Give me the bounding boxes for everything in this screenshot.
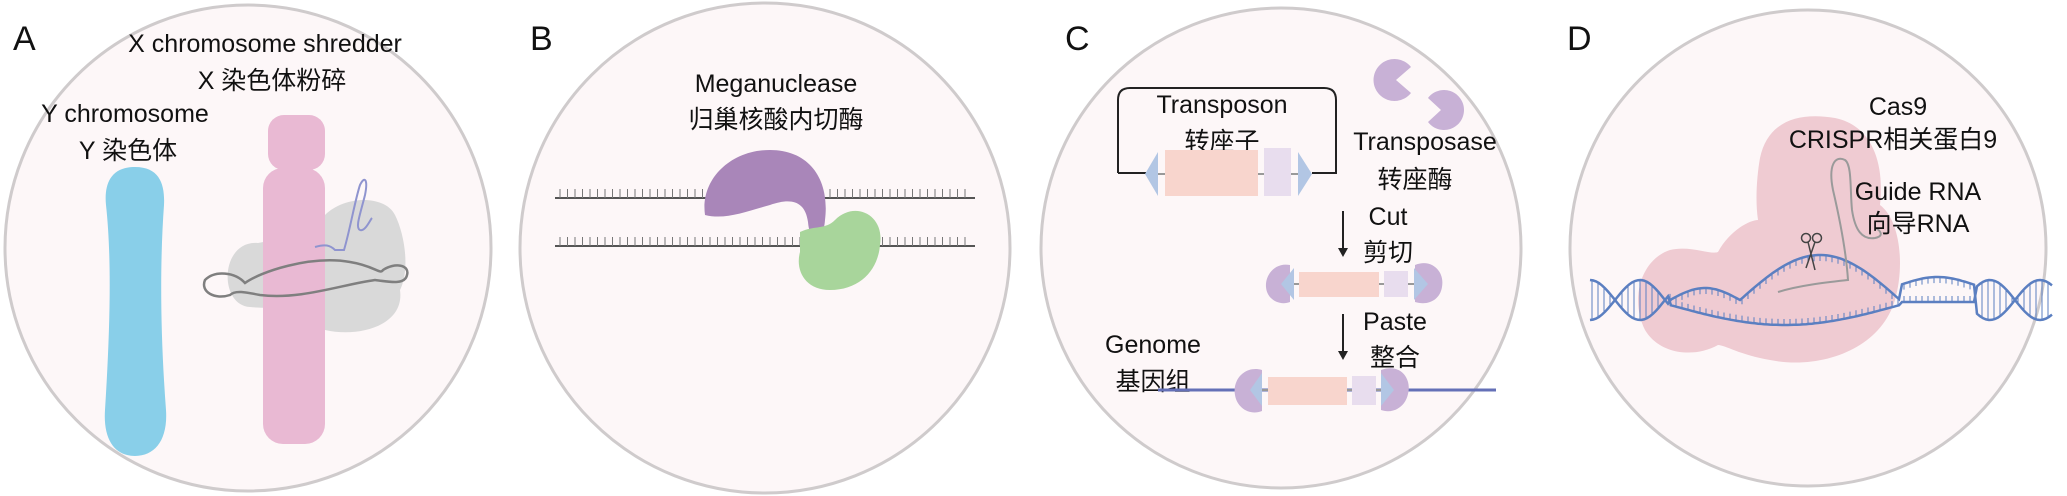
panel-a-label: A (13, 20, 36, 58)
transposon-label-en: Transposon (1156, 91, 1287, 119)
transposase-label-zh: 转座酶 (1377, 166, 1452, 194)
excised-transposon (1265, 263, 1443, 304)
meganuclease-label-zh: 归巢核酸内切酶 (688, 106, 863, 134)
panel-c: C Transposon 转座子 Transposase 转座酶 Cut 剪切 (1039, 6, 1523, 490)
x-chromosome-short-arm (268, 115, 325, 170)
y-chromosome-label-en: Y chromosome (41, 100, 209, 128)
shredder-guide-strand (314, 178, 373, 251)
shredder-label-zh: X 染色体粉碎 (198, 67, 347, 95)
paste-label-en: Paste (1363, 308, 1427, 336)
scissors-icon (1800, 232, 1823, 271)
x-chromosome-long-arm (263, 168, 325, 444)
panel-c-circle (1039, 6, 1523, 490)
transposase-label-en: Transposase (1353, 128, 1497, 156)
meganuclease-domain-1 (704, 150, 826, 240)
guide-rna-label-en: Guide RNA (1855, 178, 1982, 206)
panel-b-label: B (530, 20, 553, 58)
cas9-label-en: Cas9 (1869, 93, 1927, 121)
panel-d: D Cas9 CRISPR相关蛋白9 Guide RNA 向导RNA (1567, 8, 2053, 488)
dna-strand-bottom (1589, 278, 2053, 327)
integrated-transposon (1234, 368, 1409, 413)
transposase-icon-2 (1428, 89, 1465, 131)
y-chromosome (104, 167, 167, 456)
transposon-element (1145, 148, 1312, 196)
y-chromosome-label-zh: Y 染色体 (79, 137, 177, 165)
panel-d-label: D (1567, 20, 1592, 58)
guide-rna-strand (1777, 157, 1882, 293)
meganuclease-domain-2 (798, 210, 881, 290)
shredder-dna-loop (202, 259, 409, 298)
shredder-label-en: X chromosome shredder (128, 30, 402, 58)
panel-c-label: C (1065, 20, 1090, 58)
guide-rna-label-zh: 向导RNA (1867, 210, 1970, 238)
cut-arrow-icon (1338, 211, 1348, 257)
transposon-bracket (1117, 87, 1337, 174)
panel-b-circle (518, 1, 1012, 495)
transposase-icon-1 (1373, 59, 1411, 101)
panel-b: B Meganuclease 归巢核酸内切酶 (518, 1, 1012, 495)
cas9-protein (1638, 116, 1900, 363)
paste-arrow-icon (1338, 314, 1348, 360)
dna-double-helix (1589, 253, 2053, 327)
meganuclease-label-en: Meganuclease (695, 70, 858, 98)
panel-a: A X chromosome shredder X 染色体粉碎 Y chromo… (3, 3, 493, 493)
genome-label-zh: 基因组 (1115, 368, 1190, 396)
cut-label-zh: 剪切 (1363, 239, 1413, 267)
paste-label-zh: 整合 (1370, 344, 1420, 372)
cas9-label-zh: CRISPR相关蛋白9 (1789, 126, 1997, 154)
genome-label-en: Genome (1105, 331, 1201, 359)
cut-label-en: Cut (1369, 203, 1408, 231)
